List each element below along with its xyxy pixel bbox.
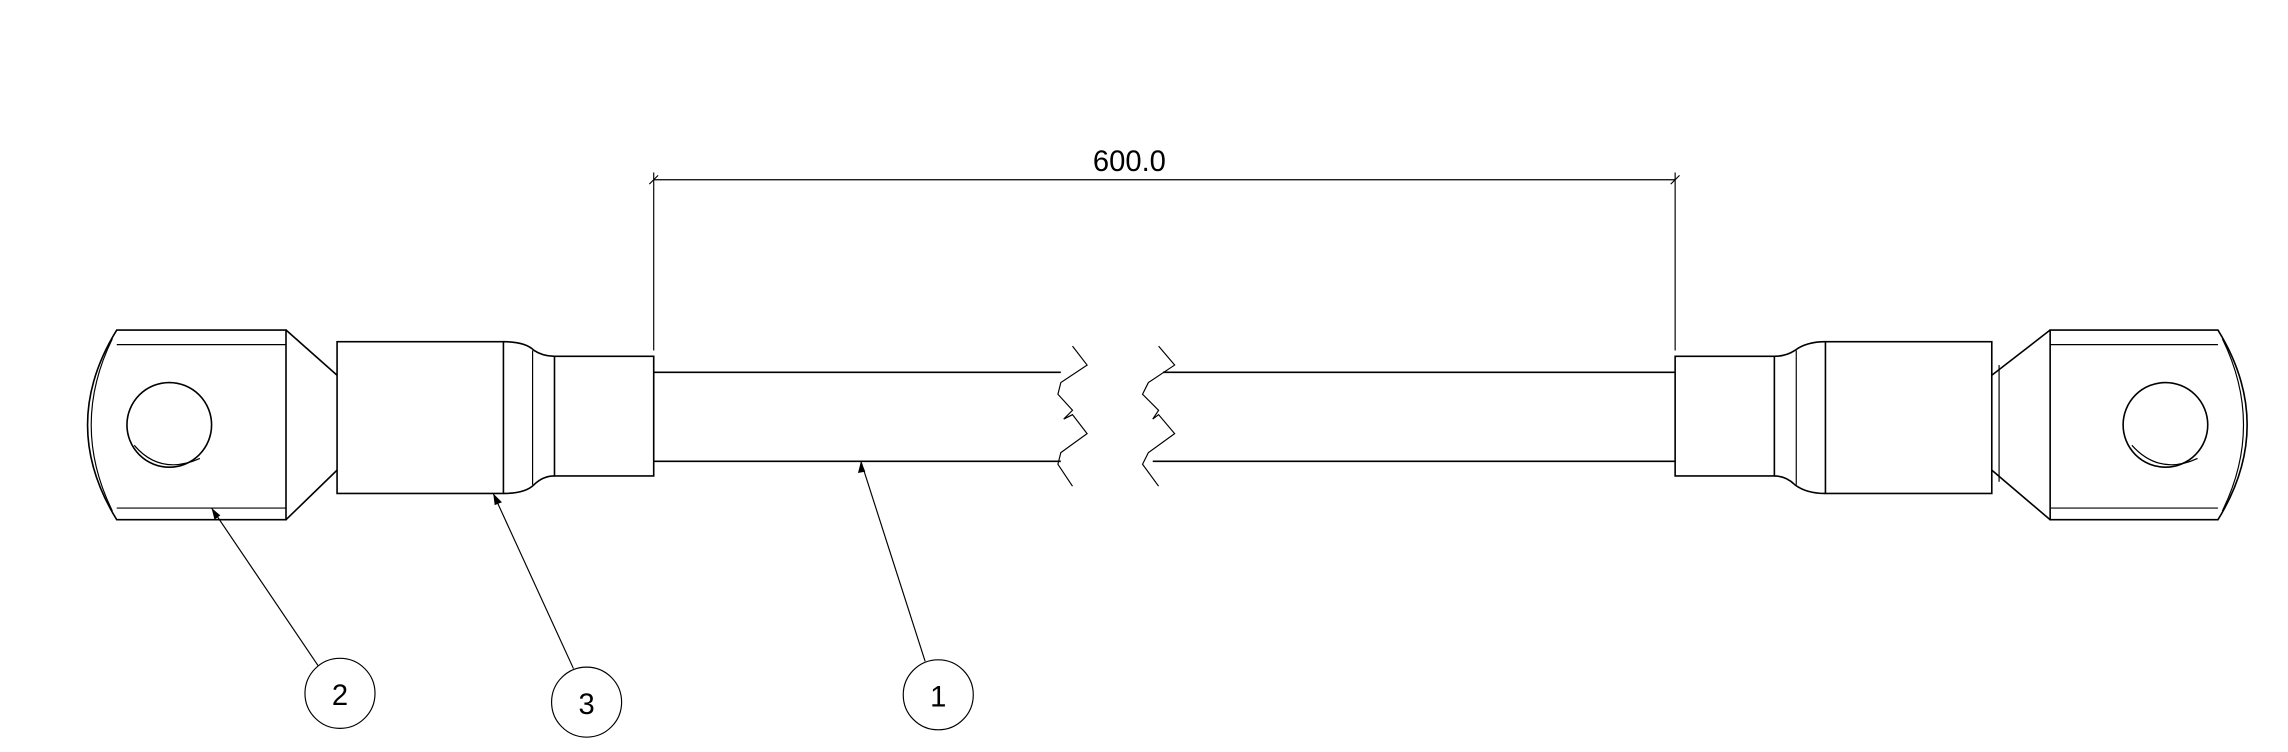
break-line-left [1057,345,1088,487]
balloon-3-number: 3 [578,689,594,721]
dimension-label: 600.0 [1093,146,1166,178]
balloon-1: 1 [858,461,974,731]
balloon-1-number: 1 [930,682,946,714]
length-dimension: 600.0 [648,146,1680,351]
balloon-2: 2 [211,507,376,729]
break-line-right [1141,345,1176,487]
left-lug [86,329,338,521]
balloon-3: 3 [492,493,623,738]
cable [653,345,1676,487]
right-lug [1991,329,2248,521]
balloon-2-number: 2 [332,680,348,712]
left-sleeve [336,340,655,495]
right-sleeve [1674,340,1993,495]
